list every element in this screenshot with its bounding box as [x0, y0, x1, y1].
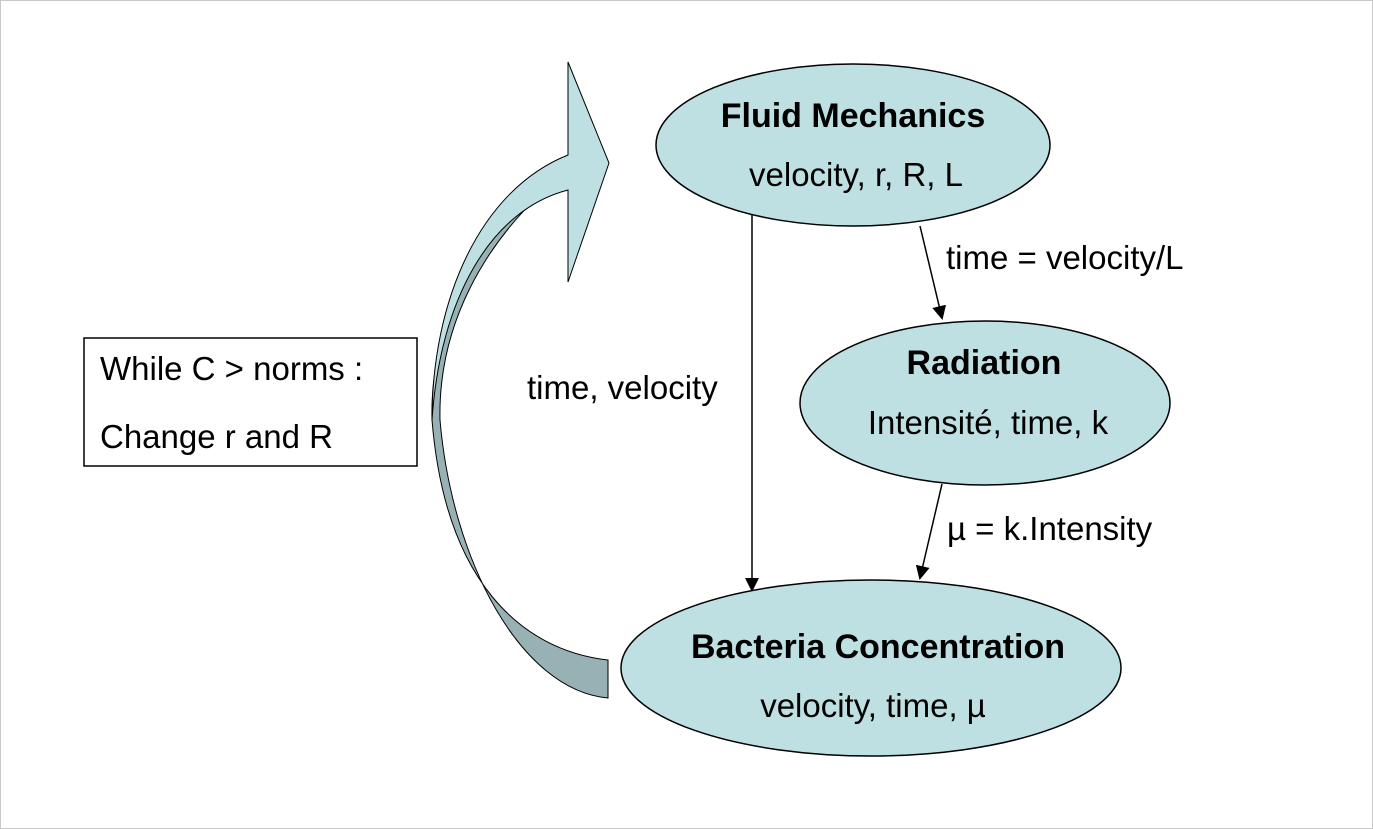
- edge-label-mu-formula: µ = k.Intensity: [947, 510, 1153, 547]
- edge-label-time-formula: time = velocity/L: [946, 239, 1184, 276]
- loop-note-line2: Change r and R: [100, 418, 333, 455]
- node-bacteria-concentration: Bacteria Concentration velocity, time, µ: [620, 579, 1122, 757]
- node-fluid-mechanics: Fluid Mechanics velocity, r, R, L: [655, 63, 1051, 227]
- node-fluid-mechanics-subtitle: velocity, r, R, L: [749, 156, 963, 193]
- edge-label-time-velocity: time, velocity: [527, 369, 718, 406]
- edge-radiation-to-bacteria: [915, 483, 943, 580]
- node-bacteria-subtitle: velocity, time, µ: [760, 687, 986, 724]
- node-bacteria-title: Bacteria Concentration: [691, 628, 1065, 666]
- loop-note-box: While C > norms : Change r and R: [83, 337, 418, 467]
- curved-arrow-icon: [431, 61, 610, 421]
- node-radiation-title: Radiation: [907, 344, 1062, 382]
- node-radiation: Radiation Intensité, time, k: [799, 320, 1171, 486]
- node-fluid-mechanics-title: Fluid Mechanics: [721, 97, 986, 135]
- node-radiation-subtitle: Intensité, time, k: [868, 404, 1109, 441]
- loop-note-line1: While C > norms :: [100, 350, 363, 387]
- edge-fluid-to-radiation: [919, 225, 947, 320]
